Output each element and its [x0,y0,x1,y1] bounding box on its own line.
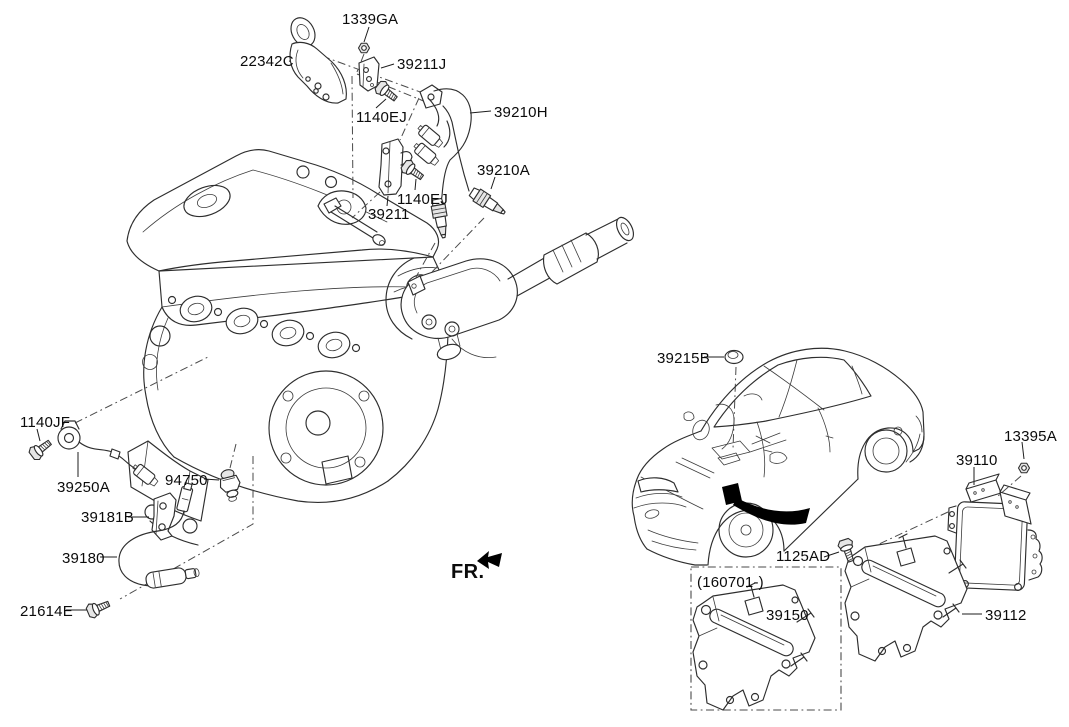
nut-13395A [1017,462,1031,474]
assembly-dash-lines [74,53,1022,600]
part-label-39250A: 39250A [57,479,110,496]
bolt-21614E [84,596,113,621]
part-label-39211: 39211 [368,206,410,223]
label-leader-lines [36,26,1025,642]
part-label-1140JF: 1140JF [20,414,71,431]
part-label-39180: 39180 [62,550,105,567]
part-label-1339GA: 1339GA [342,11,399,28]
knock-sensor-39250A [57,420,161,489]
production-date-note: (160701-) [697,574,764,591]
oxygen-sensor-harness-39210H [410,84,472,240]
nut-1339GA [357,42,371,54]
front-direction-label: FR. [451,561,485,583]
front-direction-arrow-icon [477,551,502,569]
variant-dashed-box [690,566,842,711]
part-label-1140EJ-lower: 1140EJ [397,191,448,208]
vehicle-illustration [631,347,925,566]
part-label-39110: 39110 [956,452,998,469]
part-label-39211J: 39211J [397,56,447,73]
part-label-22342C: 22342C [240,53,294,70]
part-label-39210A: 39210A [477,162,530,179]
ecu-module-39110 [947,473,1043,591]
part-label-21614E: 21614E [20,603,73,620]
part-label-39112: 39112 [985,607,1027,624]
oil-pressure-switch-94750 [219,469,241,502]
bracket-39211 [378,138,413,196]
part-label-39210H: 39210H [494,104,548,121]
part-label-1140EJ-upper: 1140EJ [356,109,407,126]
catalytic-converter-and-exhaust-pipe [400,216,635,361]
bolt-1140EJ-lower [398,157,427,185]
part-label-39181B: 39181B [81,509,134,526]
oxygen-sensor-39210A [442,105,509,220]
part-label-39150: 39150 [766,607,809,624]
bracket-39211J [358,56,380,92]
grommet-39215B [724,349,744,365]
bracket-39181B [151,492,177,541]
crankshaft-position-sensor-39180 [118,482,200,589]
part-label-13395A: 13395A [1004,428,1057,445]
bolt-1140JF [26,435,55,463]
part-label-1125AD: 1125AD [776,548,831,565]
bracket-39150 [692,582,816,711]
location-swoosh-arrow [733,498,810,525]
bracket-39112 [844,533,968,662]
part-label-39215B: 39215B [657,350,710,367]
part-label-94750: 94750 [165,472,208,489]
bracket-22342C [289,17,347,104]
